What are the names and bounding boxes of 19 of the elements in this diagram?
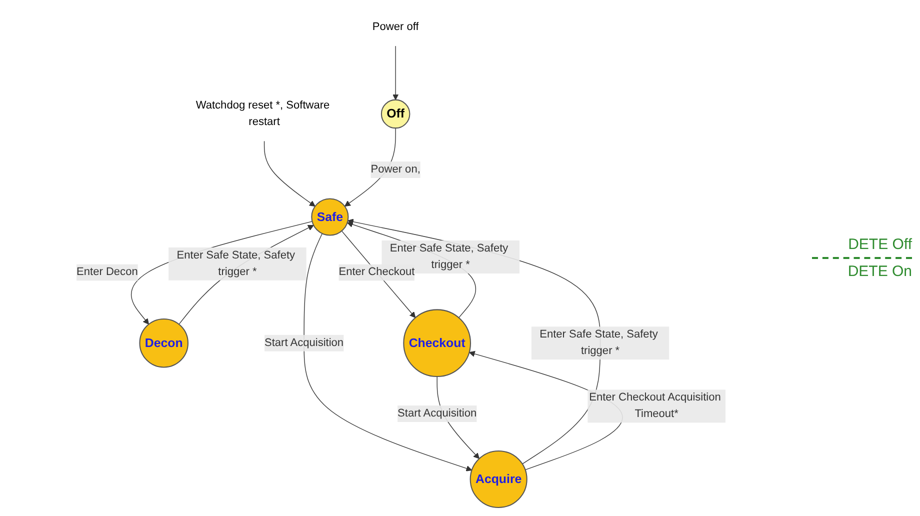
arrow bbox=[392, 45, 399, 100]
edge-label: Start Acquisition bbox=[398, 408, 477, 420]
node-circle: Safe bbox=[311, 198, 349, 236]
edge-label: Start Acquisition bbox=[264, 336, 344, 349]
node-circle: Acquire bbox=[470, 450, 528, 508]
region-label: DETE Off bbox=[848, 236, 912, 253]
arrow bbox=[304, 233, 472, 472]
edge-label: Power on, bbox=[370, 164, 420, 176]
region-label: DETE On bbox=[848, 263, 912, 280]
edge-label: Enter Checkout Acquisition Timeout* bbox=[589, 392, 721, 420]
edge-label: Enter Decon bbox=[76, 266, 138, 278]
edge-label: Enter Safe State, Safety trigger * bbox=[176, 249, 296, 278]
node-circle: Decon bbox=[139, 318, 188, 368]
node-circle: Checkout bbox=[403, 309, 472, 378]
node-circle: Off bbox=[380, 99, 410, 129]
node-text: Power off bbox=[372, 20, 419, 33]
arrow bbox=[264, 140, 316, 207]
node-text: Watchdog reset *, Software restart bbox=[196, 99, 330, 128]
edge-label: Enter Safe State, Safety trigger * bbox=[540, 328, 658, 357]
